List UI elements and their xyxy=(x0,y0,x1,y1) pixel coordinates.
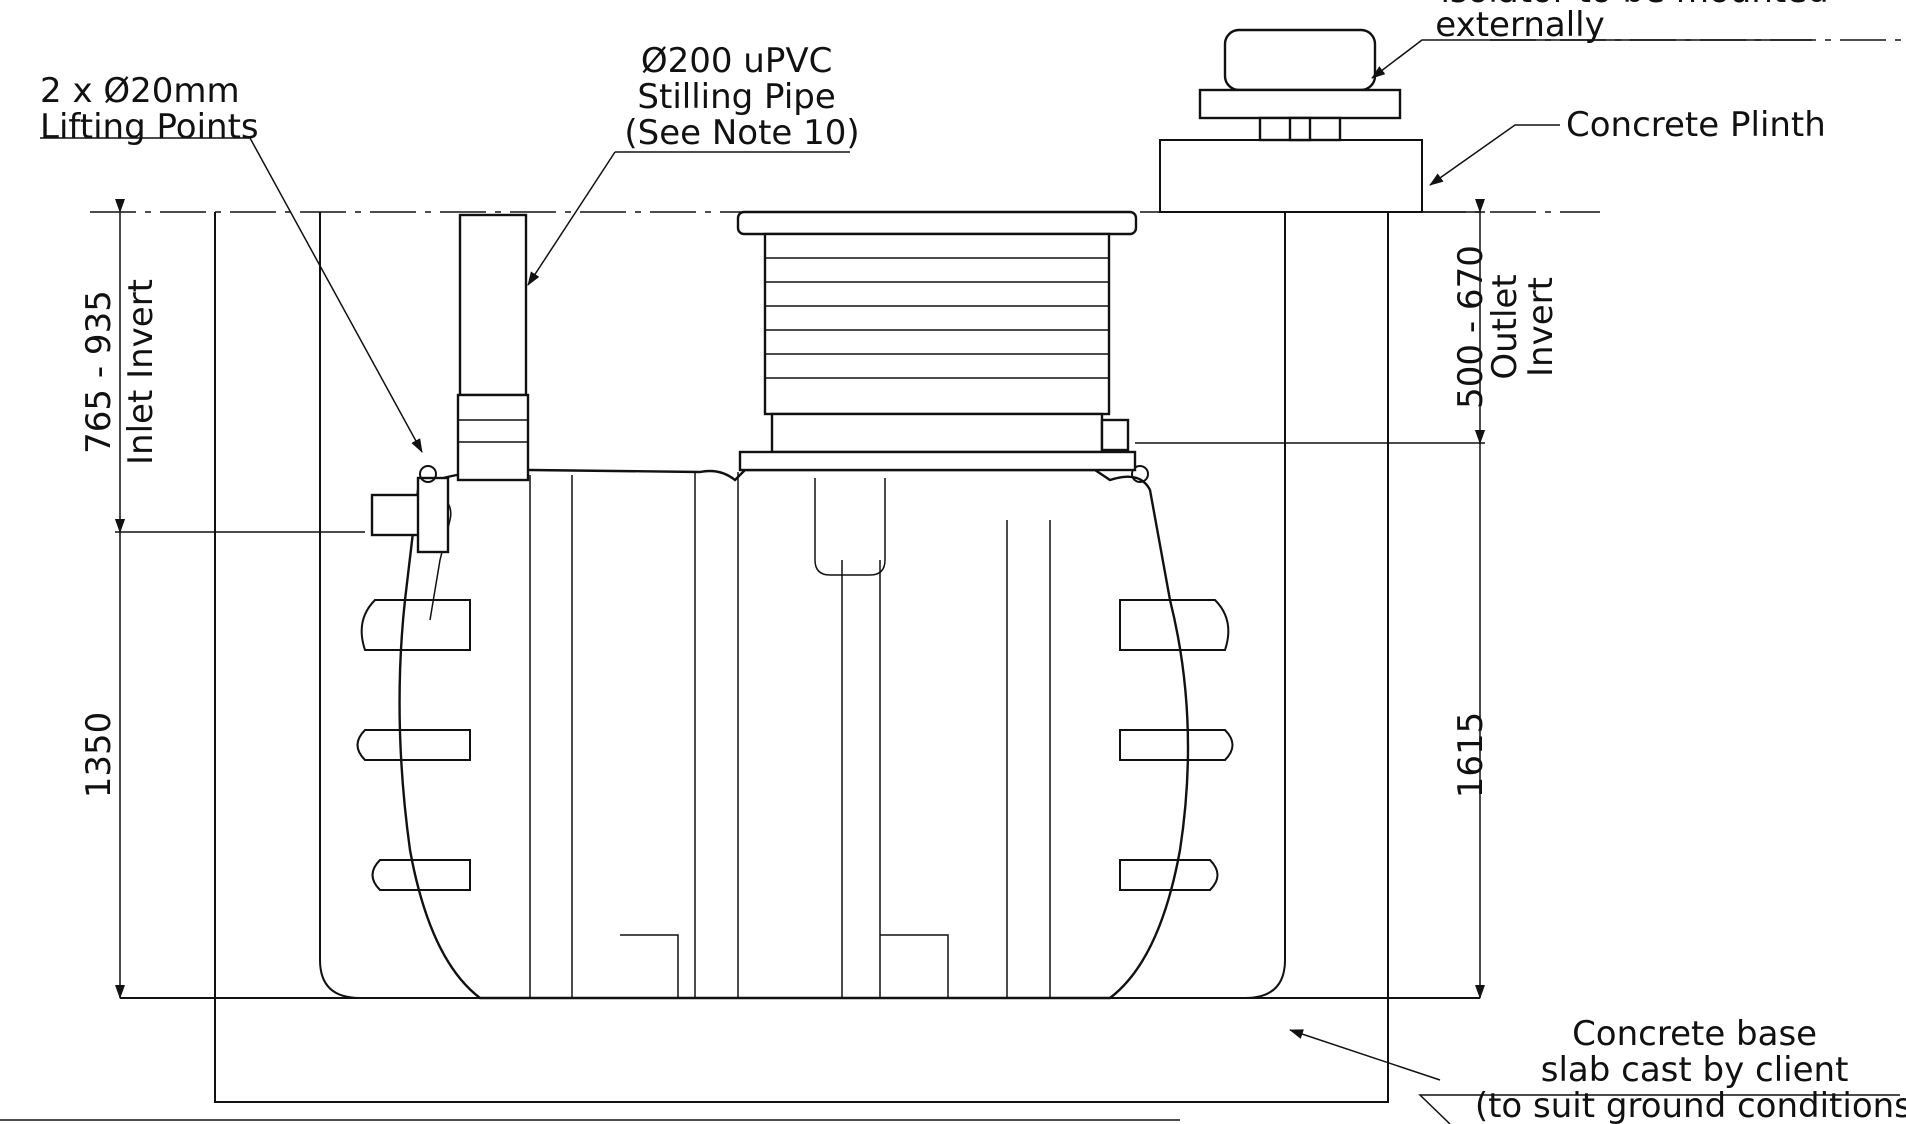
stilling-pipe-label: Ø200 uPVC Stilling Pipe (See Note 10) xyxy=(624,41,859,153)
right-depth-dimension: 1615 xyxy=(1451,712,1491,799)
concrete-base-label: Concrete base slab cast by client (to su… xyxy=(1475,1014,1906,1124)
isolator-label: isolator to be mounted externally xyxy=(1435,0,1839,45)
tank-body xyxy=(356,468,1234,1000)
annotation-leaders xyxy=(0,39,1900,1124)
inlet-pipe xyxy=(370,476,450,554)
concrete-plinth xyxy=(1159,139,1423,213)
dimension-lines xyxy=(115,199,1485,999)
lifting-points-label: 2 x Ø20mm Lifting Points xyxy=(40,71,259,147)
inlet-invert-label: Inlet Invert xyxy=(121,279,161,465)
outlet-invert-dimension: 500 - 670 xyxy=(1451,245,1491,409)
lifting-points xyxy=(419,465,1149,483)
left-depth-dimension: 1350 xyxy=(79,712,119,799)
outlet-invert-label-1: Outlet xyxy=(1485,274,1525,379)
isolator-box xyxy=(1198,28,1402,142)
stilling-pipe xyxy=(456,213,530,482)
concrete-plinth-label: Concrete Plinth xyxy=(1566,105,1826,145)
inlet-invert-dimension: 765 - 935 xyxy=(79,290,119,454)
access-chamber-riser xyxy=(736,210,1138,472)
outlet-invert-label-2: Invert xyxy=(1521,277,1561,377)
